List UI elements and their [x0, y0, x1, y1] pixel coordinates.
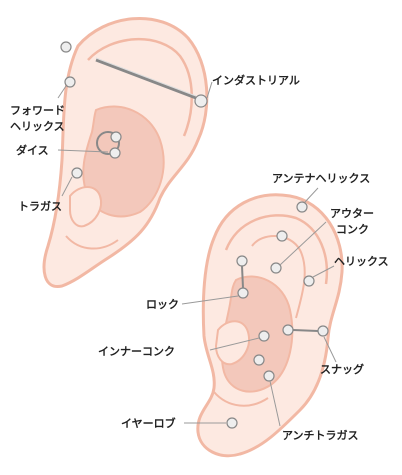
industrial-leader: [206, 81, 213, 99]
snug-bar: [292, 329, 319, 332]
outer-conch-leader: [279, 221, 327, 266]
label-earlobe: イヤーロブ: [121, 417, 176, 430]
daith-ring: [96, 131, 120, 155]
rook-stud-lower: [237, 287, 249, 299]
industrial-barbell: [95, 58, 197, 100]
helix-stud: [303, 275, 315, 287]
label-tragus: トラガス: [18, 200, 62, 213]
outer-conch-stud: [270, 262, 282, 274]
right-ear-lobe-crease: [213, 391, 269, 407]
label-outer-conch-line2: コンク: [336, 223, 369, 236]
left-ear-tragus: [69, 186, 102, 228]
label-antenna-helix: アンテナヘリックス: [272, 172, 371, 185]
snug-stud-left: [282, 324, 294, 336]
label-daith: ダイス: [16, 144, 49, 157]
tragus-stud: [71, 167, 83, 179]
rook-stud-upper: [236, 255, 248, 267]
left-ear: [42, 17, 213, 288]
outer-conch-stud-upper: [276, 230, 288, 242]
inner-conch-stud: [258, 330, 270, 342]
label-helix: ヘリックス: [334, 255, 389, 268]
snug-leader: [323, 336, 337, 363]
anti-tragus-stud-lower: [263, 370, 275, 382]
rook-bar: [241, 265, 244, 289]
right-ear-antihelix: [251, 234, 306, 319]
label-anti-tragus: アンチトラガス: [282, 429, 359, 442]
helix-leader: [312, 265, 335, 278]
daith-stud-upper: [110, 131, 122, 143]
tragus-leader: [61, 176, 73, 197]
earlobe-stud: [226, 417, 238, 429]
snug-stud-right: [317, 325, 329, 337]
inner-conch-leader: [209, 337, 260, 351]
label-rook: ロック: [146, 298, 179, 311]
forward-helix-leader: [57, 85, 67, 99]
industrial-stud-top: [60, 41, 72, 53]
label-industrial: インダストリアル: [212, 74, 300, 87]
left-ear-lobe-crease: [65, 235, 119, 250]
right-ear-tragus: [214, 320, 250, 366]
antenna-helix-stud: [296, 201, 308, 213]
right-ear-concha: [220, 275, 294, 393]
right-ear-helix-fold: [224, 214, 329, 285]
daith-stud-lower: [109, 147, 121, 159]
label-forward-helix-line1: フォワード: [10, 104, 65, 117]
industrial-barbell-highlight: [95, 57, 197, 97]
antenna-helix-leader: [304, 187, 319, 203]
forward-helix-stud: [64, 76, 76, 88]
daith-leader: [57, 149, 109, 153]
anti-tragus-stud-upper: [253, 354, 265, 366]
rook-leader: [181, 295, 239, 305]
label-inner-conch: インナーコンク: [98, 345, 175, 358]
label-snug: スナッグ: [320, 363, 364, 376]
label-forward-helix-line2: ヘリックス: [10, 120, 65, 133]
right-ear: [181, 187, 344, 458]
label-outer-conch-line1: アウター: [330, 207, 374, 220]
industrial-stud-end: [194, 94, 208, 108]
anti-tragus-leader: [269, 380, 281, 427]
left-ear-helix-fold: [87, 37, 193, 137]
